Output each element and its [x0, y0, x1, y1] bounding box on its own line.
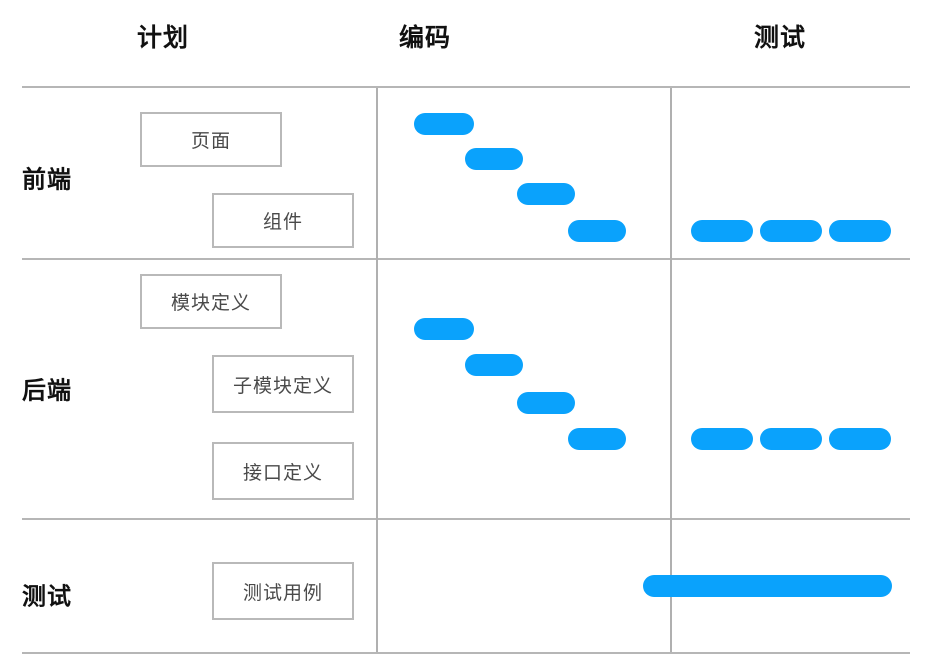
testing-bar-frontend-3[interactable]	[829, 220, 891, 242]
row-label-testing: 测试	[22, 583, 72, 611]
row-label-backend: 后端	[22, 377, 72, 405]
row-label-frontend: 前端	[22, 166, 72, 194]
plan-box-page[interactable]: 页面	[140, 112, 282, 167]
plan-box-interface-definition-label: 接口定义	[242, 462, 323, 484]
plan-box-component[interactable]: 组件	[212, 193, 354, 248]
plan-box-page-label: 页面	[190, 131, 231, 152]
testing-bar-frontend-1[interactable]	[691, 220, 753, 242]
testing-bar-backend-2[interactable]	[760, 428, 822, 450]
grid-line-row1-bottom	[22, 258, 910, 260]
column-header-testing: 测试	[753, 24, 806, 52]
plan-box-component-label: 组件	[262, 212, 303, 233]
coding-bar-backend-2[interactable]	[465, 354, 523, 376]
coding-bar-frontend-4[interactable]	[568, 220, 626, 242]
testing-bar-backend-3[interactable]	[829, 428, 891, 450]
coding-bar-frontend-1[interactable]	[414, 113, 474, 135]
column-header-plan: 计划	[136, 24, 189, 52]
plan-box-test-case[interactable]: 测试用例	[212, 562, 354, 620]
testing-bar-frontend-2[interactable]	[760, 220, 822, 242]
grid-line-row2-bottom	[22, 518, 910, 520]
grid-line-header-bottom	[22, 86, 910, 88]
testing-bar-backend-1[interactable]	[691, 428, 753, 450]
plan-box-module-definition-label: 模块定义	[170, 293, 251, 314]
grid-line-row3-bottom	[22, 652, 910, 654]
column-header-coding: 编码	[398, 24, 451, 52]
plan-box-interface-definition[interactable]: 接口定义	[212, 442, 354, 500]
coding-bar-backend-1[interactable]	[414, 318, 474, 340]
coding-bar-backend-4[interactable]	[568, 428, 626, 450]
testing-bar-test-long[interactable]	[643, 575, 892, 597]
plan-box-module-definition[interactable]: 模块定义	[140, 274, 282, 329]
plan-box-submodule-definition-label: 子模块定义	[232, 375, 333, 397]
plan-box-submodule-definition[interactable]: 子模块定义	[212, 355, 354, 413]
coding-bar-frontend-3[interactable]	[517, 183, 575, 205]
coding-bar-frontend-2[interactable]	[465, 148, 523, 170]
grid-divider-coding-testing	[670, 88, 672, 652]
plan-box-test-case-label: 测试用例	[242, 582, 323, 604]
coding-bar-backend-3[interactable]	[517, 392, 575, 414]
grid-divider-plan-coding	[376, 88, 378, 652]
